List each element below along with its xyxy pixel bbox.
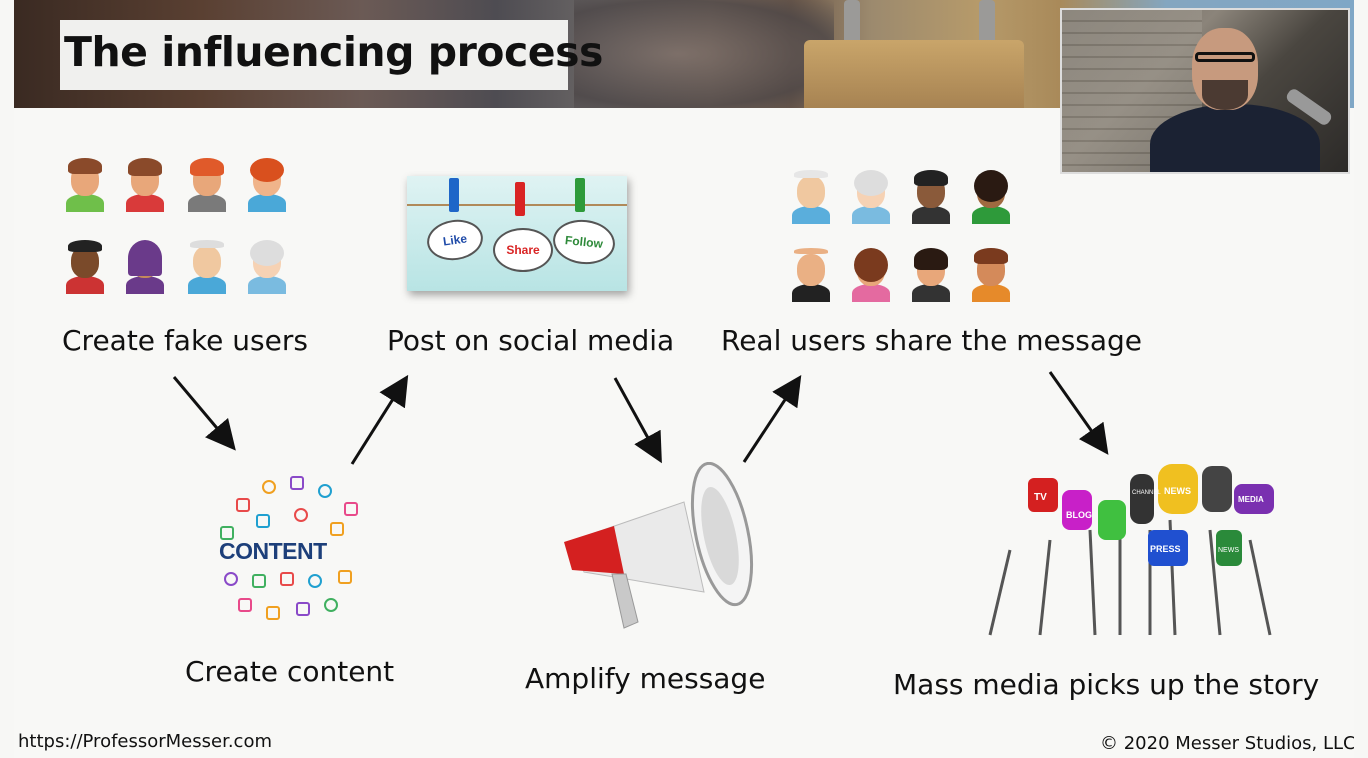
like-bubble: Like [424, 216, 486, 264]
avatar-icon [850, 248, 892, 302]
step-label-create-fake-users: Create fake users [62, 324, 308, 357]
avatar-icon [790, 248, 832, 302]
social-media-image: Like Share Follow [407, 176, 627, 291]
mic-flag-press: PRESS [1150, 544, 1181, 554]
mic-flag-channel: CHANNEL [1132, 490, 1161, 496]
avatar-icon [910, 170, 952, 224]
avatar-icon [186, 240, 228, 294]
padlock-image [804, 40, 1024, 108]
avatar-icon [970, 170, 1012, 224]
avatar-icon [124, 240, 166, 294]
slide: The influencing process Create fake user… [14, 0, 1354, 758]
arrow-1 [172, 376, 236, 451]
follow-bubble: Follow [550, 216, 618, 268]
arrow-5 [1048, 371, 1109, 455]
avatar-icon [970, 248, 1012, 302]
avatar-icon [850, 170, 892, 224]
step-label-create-content: Create content [185, 655, 395, 688]
avatar-icon [64, 240, 106, 294]
presenter-webcam [1060, 8, 1350, 174]
mic-flag-tv: TV [1034, 492, 1047, 503]
content-cloud-icon [206, 470, 374, 638]
press-microphones-icon: TV BLOG NEWS MEDIA PRESS CHANNEL NEWS [988, 464, 1274, 636]
mic-flag-media: MEDIA [1238, 495, 1264, 504]
avatar-icon [790, 170, 832, 224]
avatar-icon [246, 158, 288, 212]
footer-copyright: © 2020 Messer Studios, LLC [1100, 733, 1354, 754]
megaphone-icon [564, 462, 754, 629]
slide-title: The influencing process [64, 28, 603, 76]
avatar-icon [186, 158, 228, 212]
step-label-mass-media: Mass media picks up the story [893, 668, 1320, 701]
arrow-3 [613, 377, 662, 464]
avatar-icon [246, 240, 288, 294]
arrow-2 [350, 374, 409, 465]
title-box [60, 20, 568, 90]
step-label-real-users-share: Real users share the message [721, 324, 1143, 357]
content-word: CONTENT [219, 538, 327, 564]
avatar-icon [124, 158, 166, 212]
avatar-icon [64, 158, 106, 212]
mic-flag-blog: BLOG [1066, 510, 1092, 520]
arrow-4 [742, 374, 802, 463]
mic-flag-news-2: NEWS [1218, 547, 1239, 554]
avatar-icon [910, 248, 952, 302]
footer-url: https://ProfessorMesser.com [18, 731, 273, 752]
mic-flag-news: NEWS [1164, 486, 1191, 496]
step-label-amplify-message: Amplify message [525, 662, 766, 695]
share-bubble: Share [493, 228, 553, 272]
step-label-post-on-social-media: Post on social media [387, 324, 675, 357]
